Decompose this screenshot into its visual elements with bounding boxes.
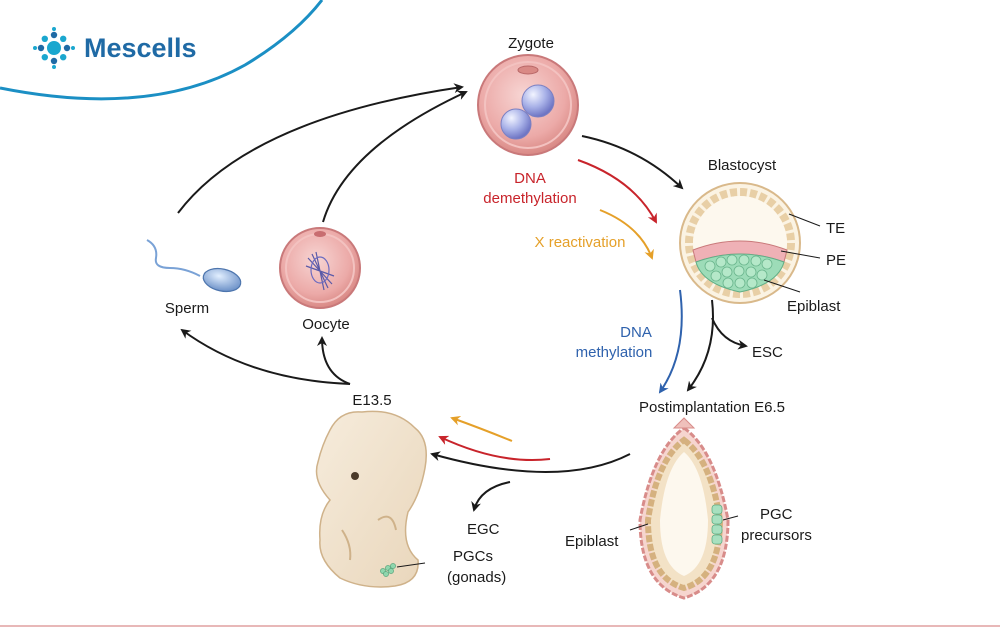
arrow-postimplantation-to-e135 [430,451,631,473]
pgcs-label-line2: (gonads) [447,569,506,586]
arrow-x-reactivation-pgc [450,415,513,442]
arrow-to-egc [471,481,511,512]
oocyte-label: Oocyte [302,316,350,333]
dna-demethylation-label-line2: demethylation [483,190,576,207]
arrow-x-reactivation-blastocyst [599,209,654,260]
egc-label: EGC [467,521,500,538]
postimplantation-label: Postimplantation E6.5 [639,399,785,416]
epiblast-post-label: Epiblast [565,533,619,550]
brand-arc [0,0,324,101]
sperm-label: Sperm [165,300,209,317]
dna-methylation-label-line2: methylation [576,344,653,361]
postimplantation-embryo [638,417,730,600]
arrow-sperm-to-zygote [177,83,464,214]
te-label: TE [826,220,845,237]
e135-label: E13.5 [352,392,391,409]
brand-name: Mescells [84,33,197,63]
blastocyst-cell [679,182,801,304]
pgcs-label-line1: PGCs [453,548,493,565]
arrow-e135-to-sperm [180,328,351,385]
epiblast-blastocyst-label: Epiblast [787,298,841,315]
arrow-demethylation-zygote [577,159,657,224]
oocyte-cell [279,227,361,309]
arrow-demethylation-pgc [438,435,551,462]
zygote-cell [477,54,579,156]
zygote-label: Zygote [508,35,554,52]
x-reactivation-label: X reactivation [535,234,626,251]
arrow-blastocyst-to-esc [711,317,748,350]
blastocyst-label: Blastocyst [708,157,777,174]
arrow-oocyte-to-zygote [322,90,468,223]
arrow-blastocyst-to-postimplantation [686,299,714,392]
dna-methylation-label-line1: DNA [620,324,652,341]
esc-label: ESC [752,344,783,361]
arrow-zygote-to-blastocyst [581,135,684,190]
pgc-precursors-label-line2: precursors [741,527,812,544]
dotted-circle-logo-icon [33,27,75,69]
arrow-methylation [658,289,683,394]
sperm-cell [146,239,242,293]
e135-embryo [315,410,427,588]
dna-demethylation-label-line1: DNA [514,170,546,187]
arrow-e135-to-oocyte [317,336,351,385]
pgc-precursors-label-line1: PGC [760,506,793,523]
pe-label: PE [826,252,846,269]
